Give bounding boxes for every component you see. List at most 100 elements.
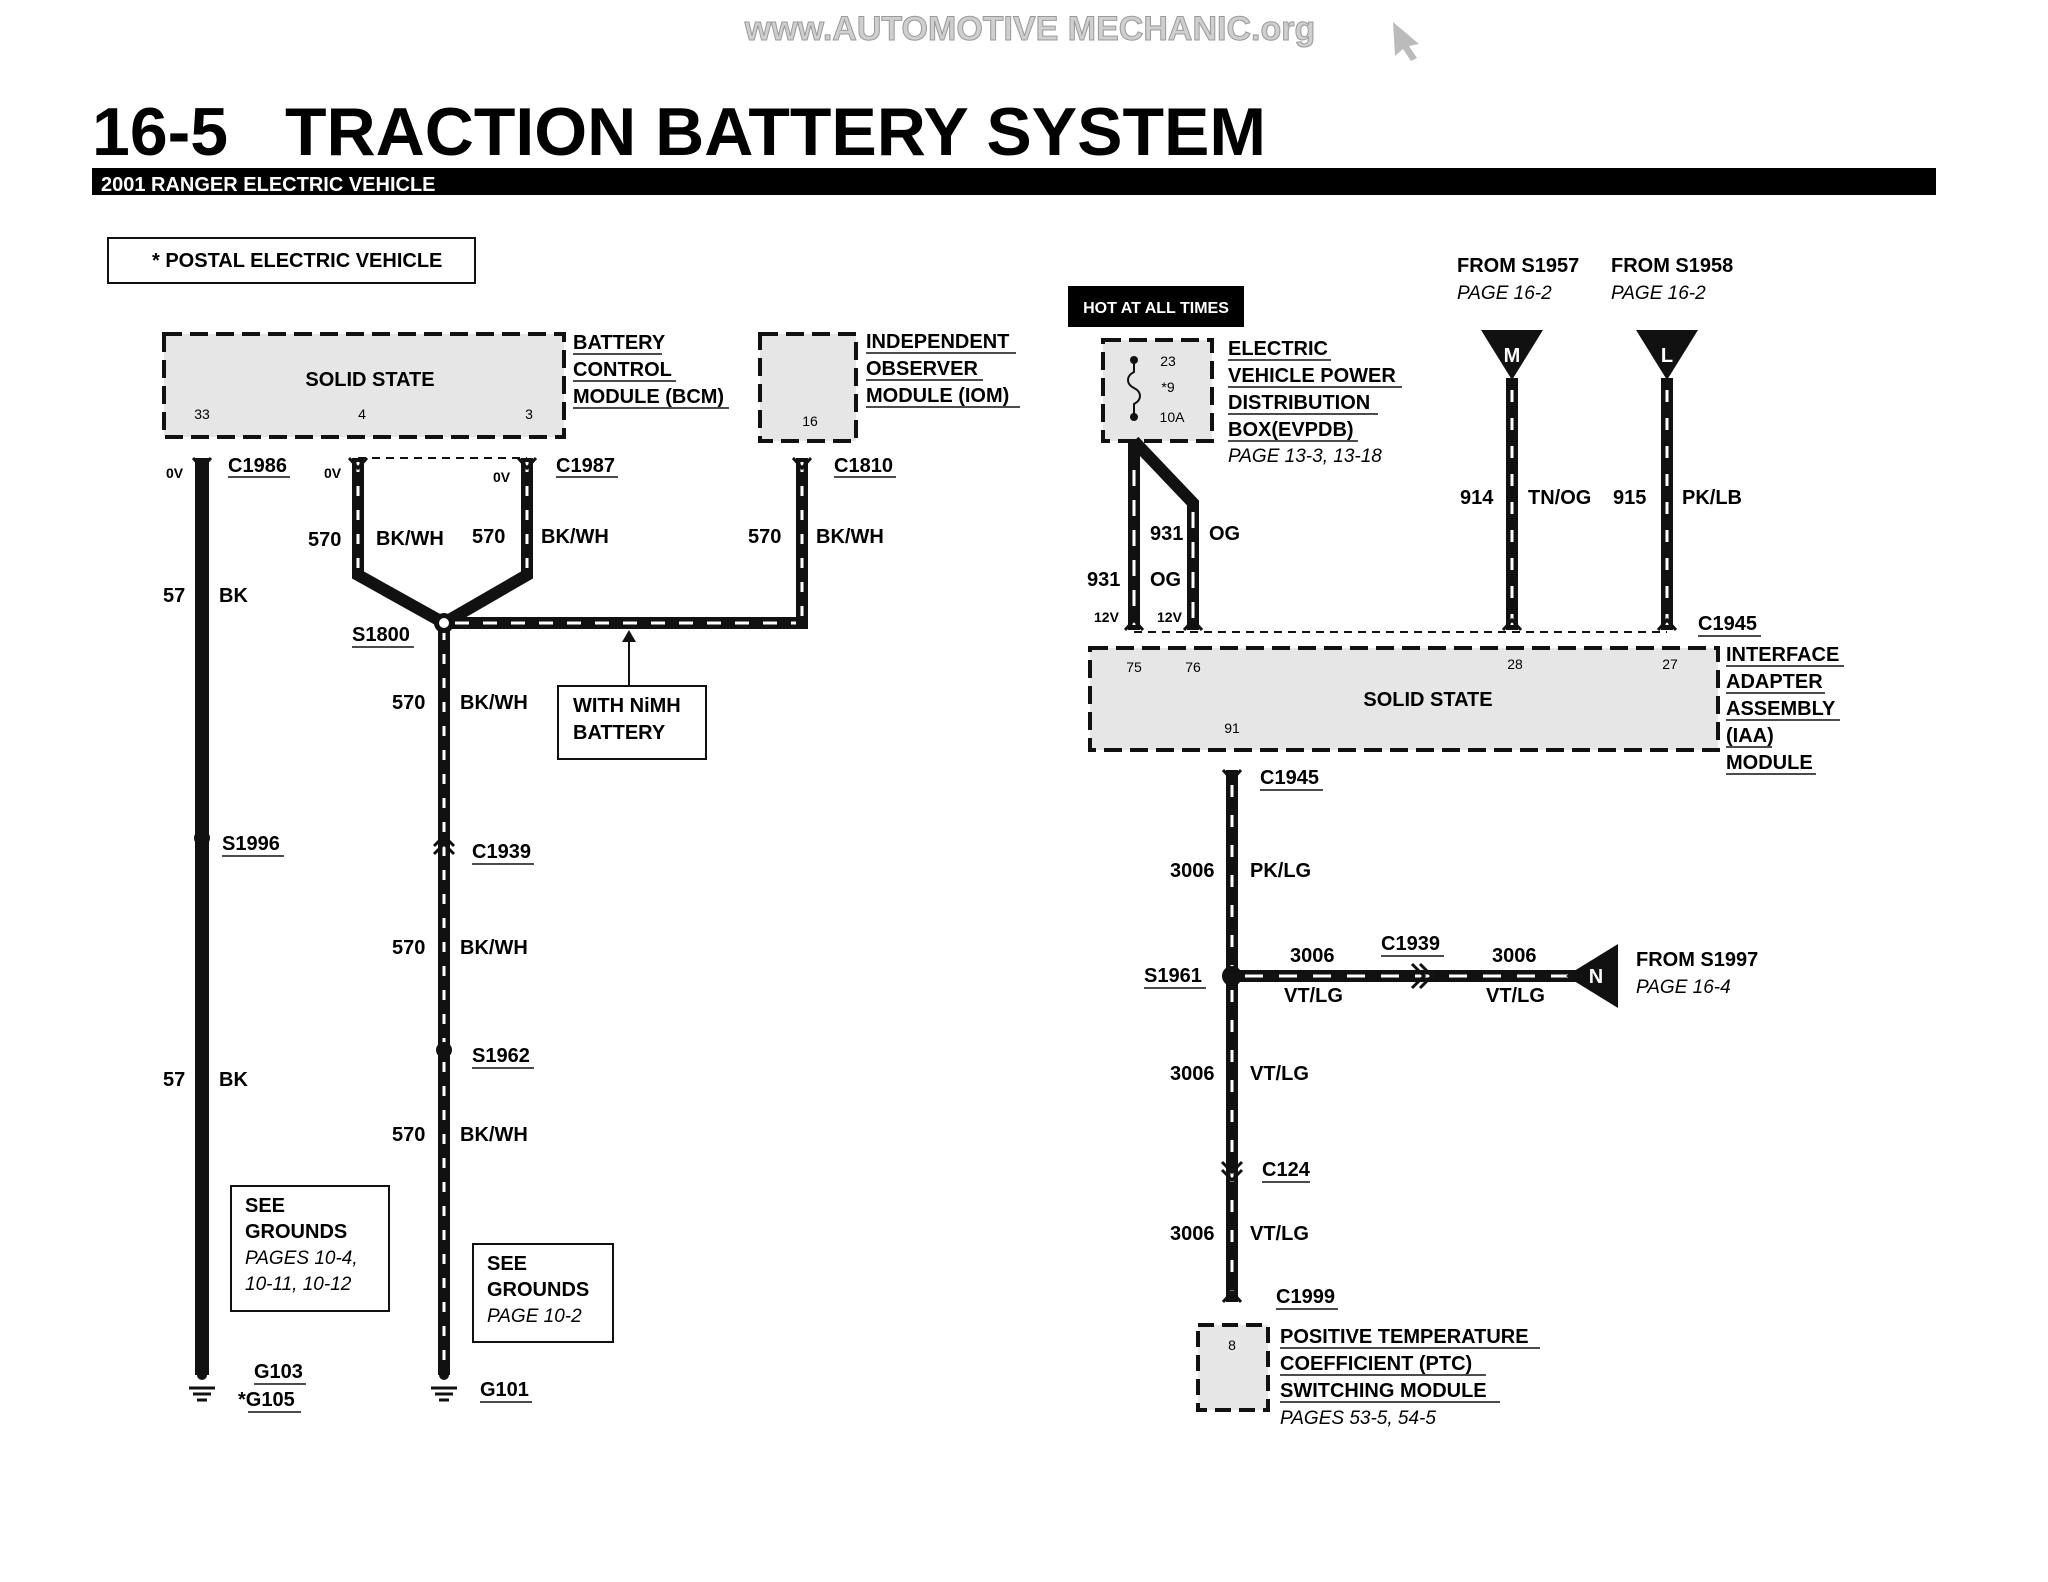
fuse-line-2: *9 <box>1161 379 1174 395</box>
marker-n-icon <box>1566 944 1618 1008</box>
iaa-name-4: (IAA) <box>1726 725 1774 747</box>
nimh-note-2: BATTERY <box>573 722 666 744</box>
iaa-pin-91: 91 <box>1224 720 1240 736</box>
label-c1945-bot: C1945 <box>1260 767 1319 789</box>
title-bar <box>92 168 1936 195</box>
iaa-pin-76: 76 <box>1185 659 1201 675</box>
connector-iaa-27 <box>1656 617 1678 632</box>
grounds-note-1 <box>230 1185 390 1312</box>
iaa-pin-28: 28 <box>1507 656 1523 672</box>
label-g103: G103 <box>254 1361 303 1383</box>
iaa-name-3: ASSEMBLY <box>1726 698 1836 720</box>
grounds-note-2 <box>472 1243 614 1343</box>
w570-color-b: BK/WH <box>541 526 609 548</box>
from-s1958-page: PAGE 16-2 <box>1611 283 1706 304</box>
nimh-note-1: WITH NiMH <box>573 695 681 717</box>
label-c1987: C1987 <box>556 455 615 477</box>
page-title: TRACTION BATTERY SYSTEM <box>285 94 1266 170</box>
label-c124: C124 <box>1262 1159 1311 1181</box>
bcm-module <box>162 332 566 439</box>
fuse-line-3: 10A <box>1160 409 1186 425</box>
w570-color-a: BK/WH <box>376 528 444 550</box>
grounds-note-1-line2: GROUNDS <box>245 1221 347 1243</box>
bcm-name-1: BATTERY <box>573 332 666 354</box>
legend-box <box>107 237 476 284</box>
w570-circuit-b: 570 <box>472 526 505 548</box>
w57-circuit-a: 57 <box>163 585 185 607</box>
w914-color: TN/OG <box>1528 487 1591 509</box>
grounds-note-1-line1: SEE <box>245 1195 285 1217</box>
cursor-icon <box>1393 22 1419 61</box>
w570-color-d: BK/WH <box>460 692 528 714</box>
page-subtitle: 2001 RANGER ELECTRIC VEHICLE <box>101 174 436 196</box>
connector-iaa-28 <box>1501 617 1523 632</box>
w57-color-a: BK <box>219 585 248 607</box>
bcm-pin-33: 33 <box>194 406 210 422</box>
connector-c1987a <box>347 456 369 471</box>
voltage-bcm-pin3: 0V <box>493 469 511 485</box>
w931-circuit-b: 931 <box>1087 569 1120 591</box>
w570-circuit-c: 570 <box>748 526 781 548</box>
label-c1945-top: C1945 <box>1698 613 1757 635</box>
marker-l-icon <box>1636 330 1698 380</box>
connector-c1939-r <box>1410 962 1435 990</box>
w570-color-c: BK/WH <box>816 526 884 548</box>
iom-name-3: MODULE (IOM) <box>866 385 1009 407</box>
w931-color-a: OG <box>1209 523 1240 545</box>
voltage-pin75: 12V <box>1094 609 1120 625</box>
w570-circuit-d: 570 <box>392 692 425 714</box>
w931-color-b: OG <box>1150 569 1181 591</box>
page-number: 16-5 <box>92 94 228 170</box>
bcm-name-3: MODULE (BCM) <box>573 386 724 408</box>
from-s1957-title: FROM S1957 <box>1457 255 1579 277</box>
grounds-note-1-pages2: 10-11, 10-12 <box>245 1274 352 1295</box>
hot-at-all-times-badge <box>1068 286 1244 327</box>
w3006-vtlg-circuit-a: 3006 <box>1170 1063 1215 1085</box>
w3006-h-circuit-b: 3006 <box>1492 945 1537 967</box>
ground-g101 <box>429 1386 459 1402</box>
connector-c124 <box>1220 1160 1244 1183</box>
legend-text: * POSTAL ELECTRIC VEHICLE <box>152 250 442 272</box>
iom-name-2: OBSERVER <box>866 358 978 380</box>
label-c1986: C1986 <box>228 455 287 477</box>
from-s1997-title: FROM S1997 <box>1636 949 1758 971</box>
label-g101: G101 <box>480 1379 529 1401</box>
ptc-module <box>1196 1323 1270 1412</box>
connector-c1999 <box>1221 1289 1243 1304</box>
label-c1999: C1999 <box>1276 1286 1335 1308</box>
w3006-pklg-color: PK/LG <box>1250 860 1311 882</box>
ptc-name-2: COEFFICIENT (PTC) <box>1280 1353 1472 1375</box>
w57-color-b: BK <box>219 1069 248 1091</box>
w3006-vtlg-circuit-b: 3006 <box>1170 1223 1215 1245</box>
label-s1996: S1996 <box>222 833 280 855</box>
evpdb-name-3: DISTRIBUTION <box>1228 392 1370 414</box>
connector-iaa-76 <box>1182 617 1204 632</box>
grounds-note-1-pages1: PAGES 10-4, <box>245 1248 358 1269</box>
from-s1997-page: PAGE 16-4 <box>1636 977 1731 998</box>
bcm-inner-label: SOLID STATE <box>305 369 434 391</box>
iaa-pin-27: 27 <box>1662 656 1678 672</box>
wire-931-og <box>1128 436 1199 630</box>
iaa-name-5: MODULE <box>1726 752 1813 774</box>
w570-circuit-a: 570 <box>308 529 341 551</box>
label-s1961: S1961 <box>1144 965 1202 987</box>
label-c1810: C1810 <box>834 455 893 477</box>
evpdb-name-1: ELECTRIC <box>1228 338 1328 360</box>
label-c1939-r: C1939 <box>1381 933 1440 955</box>
fuse-line-1: 23 <box>1160 353 1176 369</box>
iaa-name-2: ADAPTER <box>1726 671 1823 693</box>
label-s1800: S1800 <box>352 624 410 646</box>
w3006-h-color-b: VT/LG <box>1486 985 1545 1007</box>
iaa-module <box>1088 646 1720 752</box>
label-c1939: C1939 <box>472 841 531 863</box>
nimh-note-box <box>557 685 707 760</box>
iom-module <box>758 332 858 443</box>
grounds-note-2-line2: GROUNDS <box>487 1279 589 1301</box>
w914-circuit: 914 <box>1460 487 1494 509</box>
connector-c1986 <box>191 456 213 471</box>
w3006-h-color-a: VT/LG <box>1284 985 1343 1007</box>
evpdb-name-4: BOX(EVPDB) <box>1228 419 1354 441</box>
w3006-pklg-circuit: 3006 <box>1170 860 1215 882</box>
bcm-pin-3: 3 <box>525 406 533 422</box>
